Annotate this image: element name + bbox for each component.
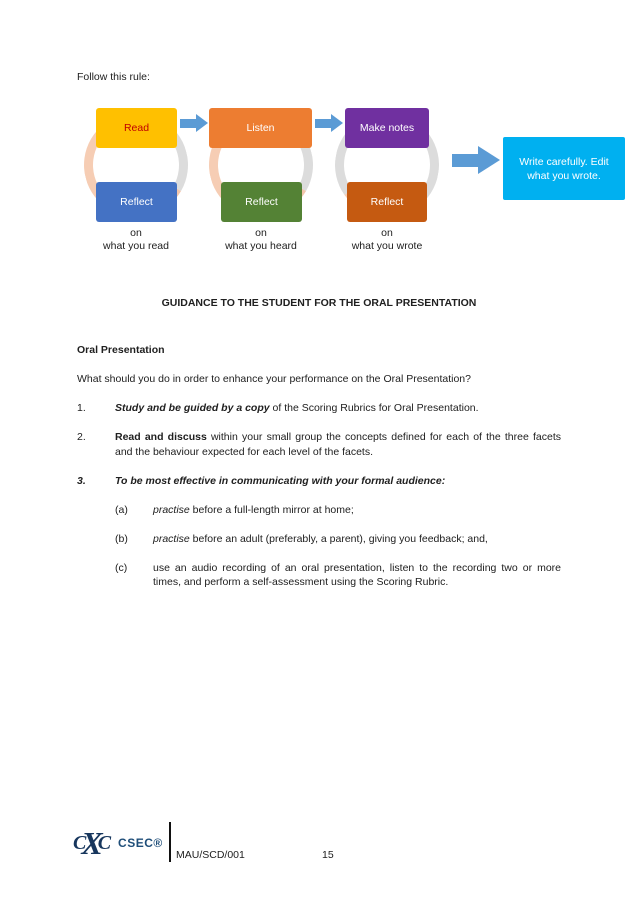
reflect-heard-box: Reflect <box>221 182 302 222</box>
csec-logo: C X C CSEC® <box>73 822 163 864</box>
cxc-logo-mark: C X C <box>73 825 112 861</box>
big-arrow-right-icon <box>452 146 500 174</box>
reflect-wrote-box: Reflect <box>347 182 427 222</box>
item-number: 1. <box>77 402 86 414</box>
item-text: To be most effective in communicating wi… <box>115 474 446 487</box>
list-item-1: 1. Study and be guided by a copy of the … <box>77 401 561 416</box>
oral-presentation-subtitle: Oral Presentation <box>77 344 165 356</box>
list-item-3: 3. To be most effective in communicating… <box>77 474 561 489</box>
page-number: 15 <box>322 849 334 861</box>
intro-text: Follow this rule: <box>77 71 150 83</box>
guidance-text: Oral Presentation What should you do in … <box>77 343 561 604</box>
sub-item-label: (b) <box>115 532 128 545</box>
sub-item-text: practise before a full-length mirror at … <box>153 503 354 516</box>
arrow-right-icon <box>180 114 208 132</box>
make-notes-box: Make notes <box>345 108 429 148</box>
question-text: What should you do in order to enhance y… <box>77 373 471 385</box>
section-heading: GUIDANCE TO THE STUDENT FOR THE ORAL PRE… <box>161 297 477 309</box>
sub-item-label: (c) <box>115 561 128 574</box>
footer-divider <box>169 822 171 862</box>
arrow-right-icon <box>315 114 343 132</box>
reflect-read-box: Reflect <box>96 182 177 222</box>
caption-read: on what you read <box>103 227 169 252</box>
item-number: 2. <box>77 431 86 443</box>
list-item-2: 2. Read and discuss within your small gr… <box>77 430 561 459</box>
read-box: Read <box>96 108 177 148</box>
result-box: Write carefully. Edit what you wrote. <box>503 137 625 200</box>
document-code: MAU/SCD/001 <box>176 849 245 861</box>
item-text: Study and be guided by a copy of the Sco… <box>115 402 479 414</box>
sub-item-text: use an audio recording of an oral presen… <box>153 561 561 589</box>
csec-wordmark: CSEC® <box>118 836 163 850</box>
item-number: 3. <box>77 474 86 487</box>
item-text: Read and discuss within your small group… <box>115 431 562 458</box>
sub-item-text: practise before an adult (preferably, a … <box>153 532 488 545</box>
caption-wrote: on what you wrote <box>351 227 423 252</box>
sub-item-b: (b) practise before an adult (preferably… <box>115 532 561 547</box>
listen-box: Listen <box>209 108 312 148</box>
sub-item-c: (c) use an audio recording of an oral pr… <box>115 561 561 590</box>
sub-item-a: (a) practise before a full-length mirror… <box>115 503 561 518</box>
sub-item-label: (a) <box>115 503 128 516</box>
caption-heard: on what you heard <box>225 227 297 252</box>
